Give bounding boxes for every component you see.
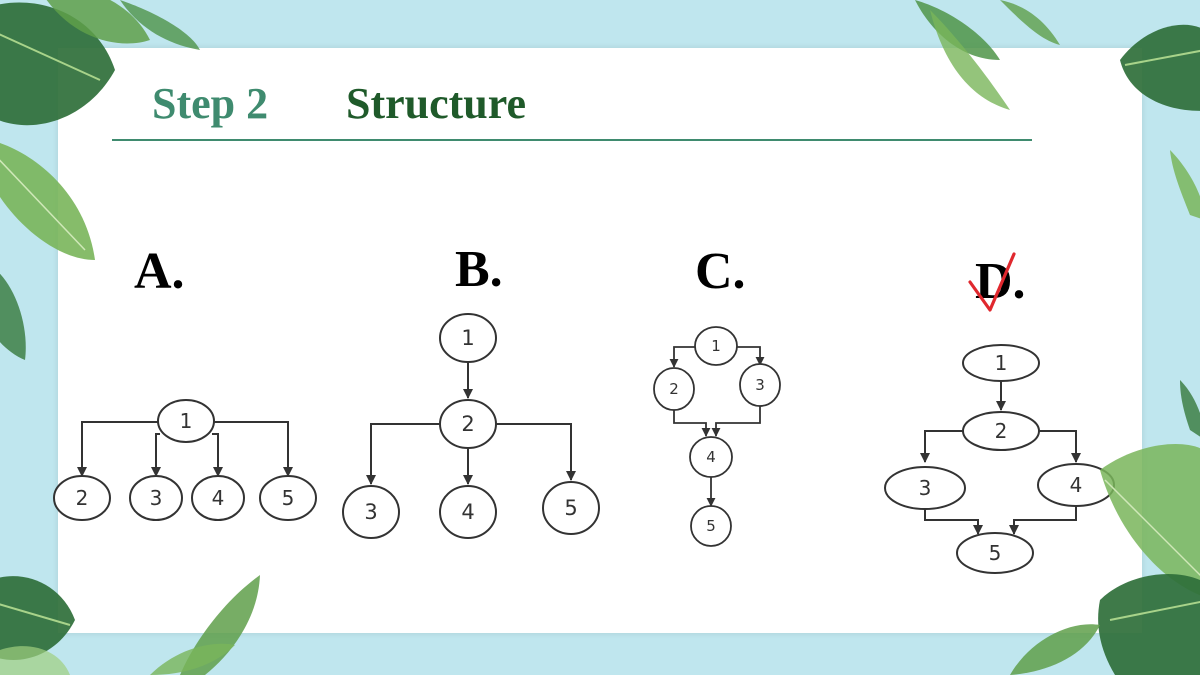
option-d-node-label: 4: [1070, 473, 1083, 497]
option-b-node-label: 5: [564, 496, 577, 520]
option-d-edge-2-3: [920, 430, 964, 463]
option-a-node: [259, 475, 317, 521]
option-d-node-label: 1: [995, 351, 1008, 375]
option-b-node-label: 1: [461, 326, 474, 350]
option-a-node-label: 5: [282, 486, 295, 510]
option-c-node: [653, 367, 695, 411]
option-d-node-label: 5: [989, 541, 1002, 565]
red-check-mark-icon: [968, 252, 1016, 312]
option-c-node-label: 1: [711, 337, 721, 355]
option-a-letter: A.: [134, 243, 185, 300]
option-c-node: [739, 363, 781, 407]
option-b-node: [542, 481, 600, 535]
option-c-letter: C.: [695, 243, 746, 300]
option-c-node-label: 2: [669, 380, 679, 398]
step-label: Step 2: [152, 79, 269, 128]
option-d-edge-3-5: [924, 509, 983, 535]
option-b-node: [439, 399, 497, 449]
option-c-node-label: 4: [706, 448, 716, 466]
option-d-node: [884, 466, 966, 510]
page-title: Structure: [346, 79, 527, 128]
option-a-node: [191, 475, 245, 521]
option-b-letter: B.: [455, 241, 503, 298]
option-b-diagram: [342, 313, 600, 539]
option-d-edge-2-4: [1038, 430, 1081, 463]
option-c-edge-1-3: [735, 346, 765, 366]
option-c-node: [689, 436, 733, 478]
option-d-node: [962, 344, 1040, 382]
option-d-node: [956, 532, 1034, 574]
option-c-edge-1-2: [669, 346, 697, 368]
option-c-edge-2-4: [673, 410, 711, 437]
option-a-node: [157, 399, 215, 443]
option-d-node-label: 2: [995, 419, 1008, 443]
option-a-edge-1-3: [151, 433, 161, 477]
option-a-node-label: 3: [150, 486, 163, 510]
option-b-edge-2-5: [496, 423, 576, 481]
option-c-node: [690, 505, 732, 547]
option-b-node: [342, 485, 400, 539]
option-d-diagram: [884, 344, 1115, 574]
option-c-edge-3-4: [711, 406, 761, 437]
option-c-node-label: 3: [755, 376, 765, 394]
option-c-node-label: 5: [706, 517, 716, 535]
option-b-node-label: 3: [364, 500, 377, 524]
option-a-edge-1-2: [77, 421, 158, 477]
title-underline: [112, 139, 1032, 141]
option-b-node: [439, 313, 497, 363]
slide-card: [58, 48, 1142, 633]
option-c-node: [694, 326, 738, 366]
option-b-node: [439, 485, 497, 539]
option-d-node: [962, 411, 1040, 451]
option-d-edge-4-5: [1009, 506, 1077, 535]
option-a-node: [129, 475, 183, 521]
option-a-node-label: 2: [76, 486, 89, 510]
option-d-node-label: 3: [919, 476, 932, 500]
option-a-node: [53, 475, 111, 521]
option-a-edge-1-5: [214, 421, 293, 477]
option-b-edge-2-3: [366, 423, 440, 485]
option-a-node-label: 4: [212, 486, 225, 510]
option-b-node-label: 2: [461, 412, 474, 436]
option-b-node-label: 4: [461, 500, 474, 524]
option-c-diagram: [653, 326, 781, 547]
option-a-edge-1-4: [212, 433, 223, 477]
option-a-diagram: [53, 399, 317, 521]
option-a-node-label: 1: [180, 409, 193, 433]
